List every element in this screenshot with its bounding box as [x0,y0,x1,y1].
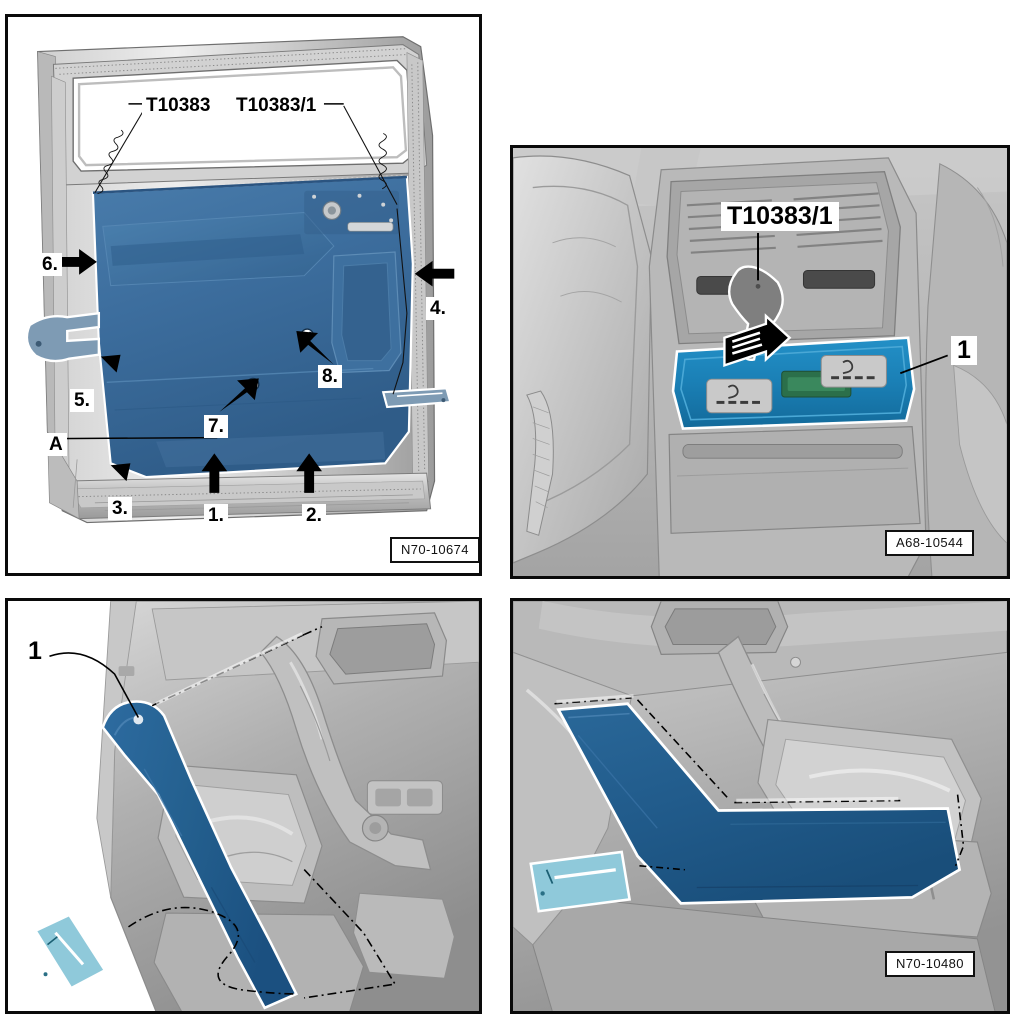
panel-door-removal: T10383 T10383/1 A 1. 2. 3. 4. 5. 6. 7. 8… [5,14,482,576]
arrow-step-6 [57,249,97,275]
callout-step-4: 4. [426,297,450,320]
trim-rear-drawing [513,601,1007,1011]
leader-line-part-1 [899,354,949,375]
figure-id-tag-door-removal: N70-10674 [390,537,479,563]
callout-step-1: 1. [204,504,228,527]
release-wedge-tool-rear [529,850,632,913]
arrow-step-4 [414,260,455,287]
step-arrows [57,249,455,493]
right-side-panel [925,162,1007,576]
arrow-step-2 [296,453,322,493]
leader-line-part-1-front [49,652,140,718]
tool-T10383-1-shape [381,387,452,409]
callout-step-8: 8. [318,365,342,388]
arrow-step-5 [88,354,121,383]
arrow-step-8 [296,330,334,365]
figure-id-tag-trim-rear: N70-10480 [885,951,975,977]
trim-front-drawing [8,601,479,1011]
tool-label-T10383-1: T10383/1 [232,95,321,116]
panel-trim-rear: N70-10480 [510,598,1010,1014]
tool-label-T10383-1-console: T10383/1 [721,202,839,231]
push-direction-arrow [723,313,792,367]
door-trim-panel-highlight [91,174,414,479]
console-control-panel-highlight [671,336,916,430]
release-wedge-tool-front [33,913,107,990]
arrow-step-7 [219,378,259,412]
arrow-step-1 [201,453,228,493]
tool-T10383-shape [25,311,101,363]
arrow-step-3 [98,463,131,491]
callout-step-5: 5. [70,389,94,412]
tool-coil-leader-T10383-1 [343,105,408,395]
trim-strip-highlight-rear [556,702,962,905]
callout-part-1-front: 1 [22,637,48,666]
callout-step-3: 3. [108,497,132,520]
panel-console-trim: T10383/1 1 A68-10544 [510,145,1010,579]
console-trim-drawing [513,148,1007,576]
window-regulator-detail [304,190,400,235]
callout-step-7: 7. [204,415,228,438]
tool-label-T10383: T10383 [142,95,215,116]
callout-step-6: 6. [38,253,62,276]
callout-step-2: 2. [302,504,326,527]
callout-A: A [45,433,67,456]
separation-outline-rear [554,697,965,871]
front-seat [513,155,652,564]
tool-coil-leader-T10383 [94,105,147,195]
door-card-front [96,601,479,1011]
figure-id-tag-console-trim: A68-10544 [885,530,975,556]
panel-trim-front: 1 [5,598,482,1014]
callout-part-1-console: 1 [951,336,977,365]
leader-line-A [55,436,218,440]
